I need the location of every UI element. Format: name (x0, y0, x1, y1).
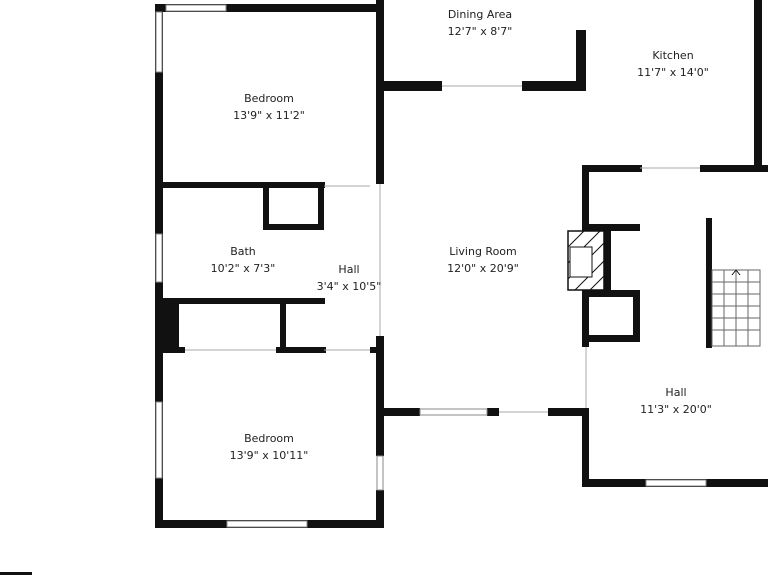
room-kitchen: Kitchen 11'7" x 14'0" (637, 47, 709, 81)
wall-bedroom-low-right-upper (376, 336, 384, 456)
room-name: Hall (338, 263, 360, 276)
window-bath-left (155, 233, 163, 283)
room-dimensions: 13'9" x 10'11" (229, 449, 309, 462)
room-living-room: Living Room 12'0" x 20'9" (447, 243, 519, 277)
wall-closet-lower (280, 298, 286, 352)
room-bedroom-top: Bedroom 13'9" x 11'2" (233, 90, 305, 124)
room-dimensions: 3'4" x 10'5" (316, 280, 382, 293)
wall-hall-left (318, 182, 324, 230)
window-bedroom-low-bottom (226, 520, 308, 528)
wall-closet-bath-bottom (263, 224, 321, 230)
wall-stair-divider (706, 218, 712, 348)
room-name: Dining Area (447, 8, 513, 21)
room-name: Bedroom (244, 432, 294, 445)
wall-hall-top-left (582, 165, 642, 172)
wall-bath-top (155, 182, 325, 188)
wall-top-bedroom (155, 4, 384, 12)
room-dimensions: 13'9" x 11'2" (233, 109, 305, 122)
wall-bedroom-low-right-lower (376, 490, 384, 528)
wall-closet-bottom (582, 335, 640, 342)
wall-bedroom-right (376, 4, 384, 184)
window-bedroom-low-left (155, 401, 163, 479)
room-name: Kitchen (652, 49, 694, 62)
window-bedroom-left (155, 11, 163, 73)
room-dimensions: 10'2" x 7'3" (210, 262, 276, 275)
room-name: Living Room (449, 245, 517, 258)
wall-closet-right (633, 290, 640, 342)
wall-bedroom-low-top (155, 347, 185, 353)
window-bedroom-low-right (376, 455, 384, 491)
wall-living-bottom-mid (487, 408, 499, 416)
wall-hall-top-right (700, 165, 768, 172)
wall-closet-bath (263, 182, 269, 230)
room-hall-large: Hall 11'3" x 20'0" (640, 384, 712, 418)
doorways (185, 85, 700, 413)
wall-left-block (155, 304, 179, 352)
wall-dining-right (576, 30, 586, 91)
wall-top-dining-right (376, 0, 384, 20)
wall-dining-bottom-right (522, 81, 586, 91)
room-dining-area: Dining Area 12'7" x 8'7" (448, 6, 513, 40)
room-dimensions: 11'7" x 14'0" (637, 66, 709, 79)
room-bedroom-bottom: Bedroom 13'9" x 10'11" (230, 430, 309, 464)
room-dimensions: 12'0" x 20'9" (447, 262, 519, 275)
wall-dining-bottom-left (376, 81, 442, 91)
room-bath: Bath 10'2" x 7'3" (211, 243, 276, 277)
fixtures (185, 85, 761, 413)
window-hall-bottom (645, 479, 707, 487)
room-dimensions: 12'7" x 8'7" (447, 25, 513, 38)
room-name: Bedroom (244, 92, 294, 105)
wall-fireplace-right (604, 224, 611, 297)
wall-hall-right-segment (370, 347, 384, 353)
windows (155, 4, 707, 528)
room-name: Hall (665, 386, 687, 399)
fireplace-icon (567, 230, 605, 291)
wall-bath-bottom (155, 298, 325, 304)
wall-hall-left-lower (582, 408, 589, 486)
window-bedroom-top (165, 4, 227, 12)
wall-scale-bar (0, 572, 32, 575)
wall-left-upper (155, 4, 163, 300)
room-name: Bath (230, 245, 256, 258)
room-hall-small: Hall 3'4" x 10'5" (317, 261, 382, 295)
wall-kitchen-right (754, 0, 762, 172)
window-living-bottom (419, 408, 488, 416)
room-dimensions: 11'3" x 20'0" (640, 403, 712, 416)
wall-living-bottom-left (376, 408, 420, 416)
stairs-icon (711, 269, 761, 347)
wall-living-bottom-right (548, 408, 589, 416)
wall-bedroom-low-top-mid (276, 347, 326, 353)
